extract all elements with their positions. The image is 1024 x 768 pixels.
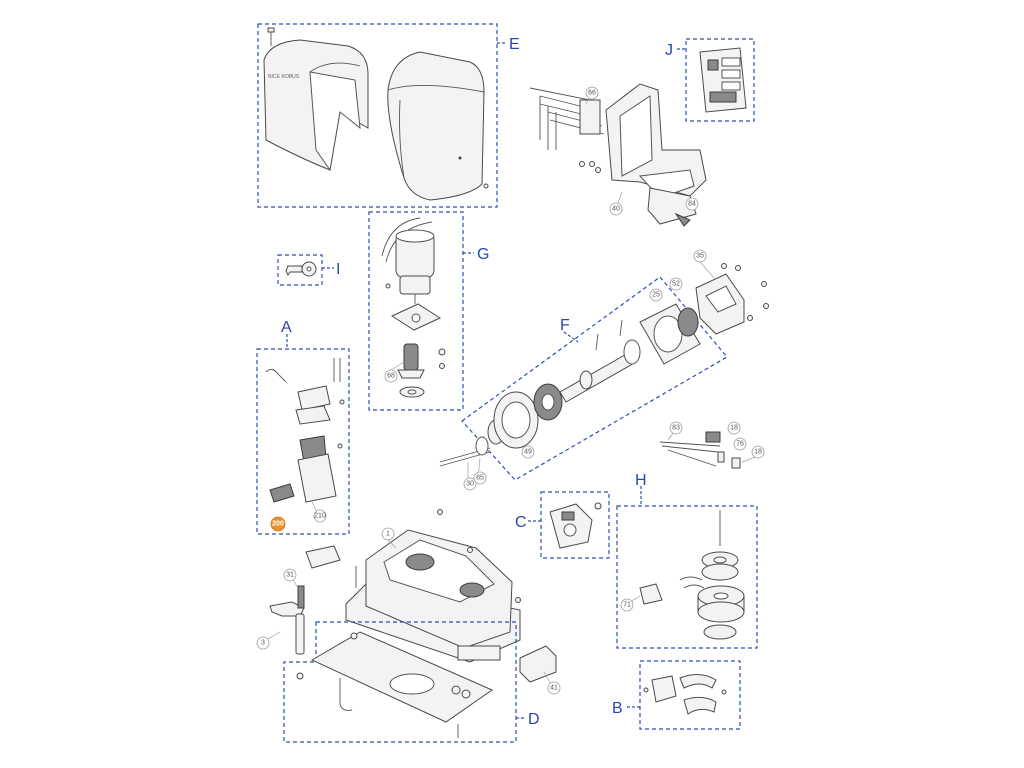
callout-83[interactable]: 83 xyxy=(669,421,683,435)
group-j-label: J xyxy=(665,42,673,59)
group-c-box xyxy=(540,491,610,559)
svg-text:200: 200 xyxy=(272,521,284,528)
group-c[interactable]: C xyxy=(515,491,610,559)
group-h-label: H xyxy=(635,472,647,489)
callout-41[interactable]: 41 xyxy=(547,681,561,695)
group-j-box xyxy=(685,38,755,122)
svg-text:68: 68 xyxy=(387,373,395,380)
svg-text:3: 3 xyxy=(261,640,265,647)
group-c-label: C xyxy=(515,514,527,531)
svg-text:52: 52 xyxy=(672,281,680,288)
chassis-bracket xyxy=(529,83,707,227)
group-d[interactable]: D xyxy=(283,621,540,743)
callout-40[interactable]: 40 xyxy=(609,202,623,216)
group-b-box xyxy=(639,660,741,730)
group-a-box xyxy=(256,348,350,535)
part-callouts: 1 3 18 18 25 30 31 35 40 41 49 52 66 68 … xyxy=(256,86,765,695)
group-g-label: G xyxy=(477,246,489,263)
callout-3[interactable]: 3 xyxy=(256,636,270,650)
group-j[interactable]: J xyxy=(665,38,755,122)
cover-brand: NICE ROBUS xyxy=(268,74,300,80)
group-b[interactable]: B xyxy=(612,660,741,730)
svg-text:1: 1 xyxy=(386,531,390,538)
svg-text:84: 84 xyxy=(688,201,696,208)
group-b-label: B xyxy=(612,700,623,717)
callout-18a[interactable]: 18 xyxy=(727,421,741,435)
callout-68[interactable]: 68 xyxy=(384,369,398,383)
svg-text:30: 30 xyxy=(466,481,474,488)
callout-84[interactable]: 84 xyxy=(685,197,699,211)
callout-210[interactable]: 210 xyxy=(313,509,327,523)
group-h-box xyxy=(616,505,758,649)
svg-text:41: 41 xyxy=(550,685,558,692)
group-a-label: A xyxy=(281,319,292,336)
svg-text:18: 18 xyxy=(730,425,738,432)
group-g[interactable]: G xyxy=(368,211,489,411)
group-d-box xyxy=(283,621,517,743)
group-f-label: F xyxy=(560,317,570,334)
group-f[interactable]: F xyxy=(439,276,728,481)
release-handle xyxy=(269,545,341,655)
group-i-label: I xyxy=(336,261,340,278)
release-key xyxy=(285,265,303,276)
gearbox-end-cap xyxy=(695,263,769,335)
group-e-box xyxy=(257,23,498,208)
callout-31[interactable]: 31 xyxy=(283,568,297,582)
cover-41 xyxy=(519,645,557,683)
callout-49[interactable]: 49 xyxy=(521,445,535,459)
group-i[interactable]: I xyxy=(277,254,340,286)
group-h[interactable]: H xyxy=(616,472,758,649)
callout-85[interactable]: 85 xyxy=(473,471,487,485)
group-e[interactable]: E NICE ROBUS xyxy=(257,23,520,208)
group-e-label: E xyxy=(509,36,520,53)
svg-text:25: 25 xyxy=(652,292,660,299)
callout-35[interactable]: 35 xyxy=(693,249,707,263)
callout-1[interactable]: 1 xyxy=(381,527,395,541)
svg-text:85: 85 xyxy=(476,475,484,482)
svg-text:35: 35 xyxy=(696,253,704,260)
svg-text:66: 66 xyxy=(588,90,596,97)
callout-30[interactable]: 30 xyxy=(463,477,477,491)
callout-200-highlighted[interactable]: 200 xyxy=(270,516,286,532)
svg-text:76: 76 xyxy=(736,441,744,448)
callout-25[interactable]: 25 xyxy=(649,288,663,302)
callout-18b[interactable]: 18 xyxy=(751,445,765,459)
callout-52[interactable]: 52 xyxy=(669,277,683,291)
svg-text:40: 40 xyxy=(612,206,620,213)
svg-text:210: 210 xyxy=(314,513,326,520)
callout-71[interactable]: 71 xyxy=(620,598,634,612)
svg-text:83: 83 xyxy=(672,425,680,432)
group-g-box xyxy=(368,211,464,411)
svg-text:49: 49 xyxy=(524,449,532,456)
svg-text:31: 31 xyxy=(286,572,294,579)
group-i-box xyxy=(277,254,323,286)
gearmotor-base xyxy=(345,509,521,663)
callout-76[interactable]: 76 xyxy=(733,437,747,451)
limit-switch-parts xyxy=(659,431,741,469)
svg-text:18: 18 xyxy=(754,449,762,456)
svg-text:71: 71 xyxy=(623,602,631,609)
group-d-label: D xyxy=(528,711,540,728)
group-a[interactable]: A xyxy=(256,319,350,535)
callout-66[interactable]: 66 xyxy=(585,86,599,100)
group-f-box xyxy=(461,276,728,481)
rear-cover xyxy=(387,51,485,201)
